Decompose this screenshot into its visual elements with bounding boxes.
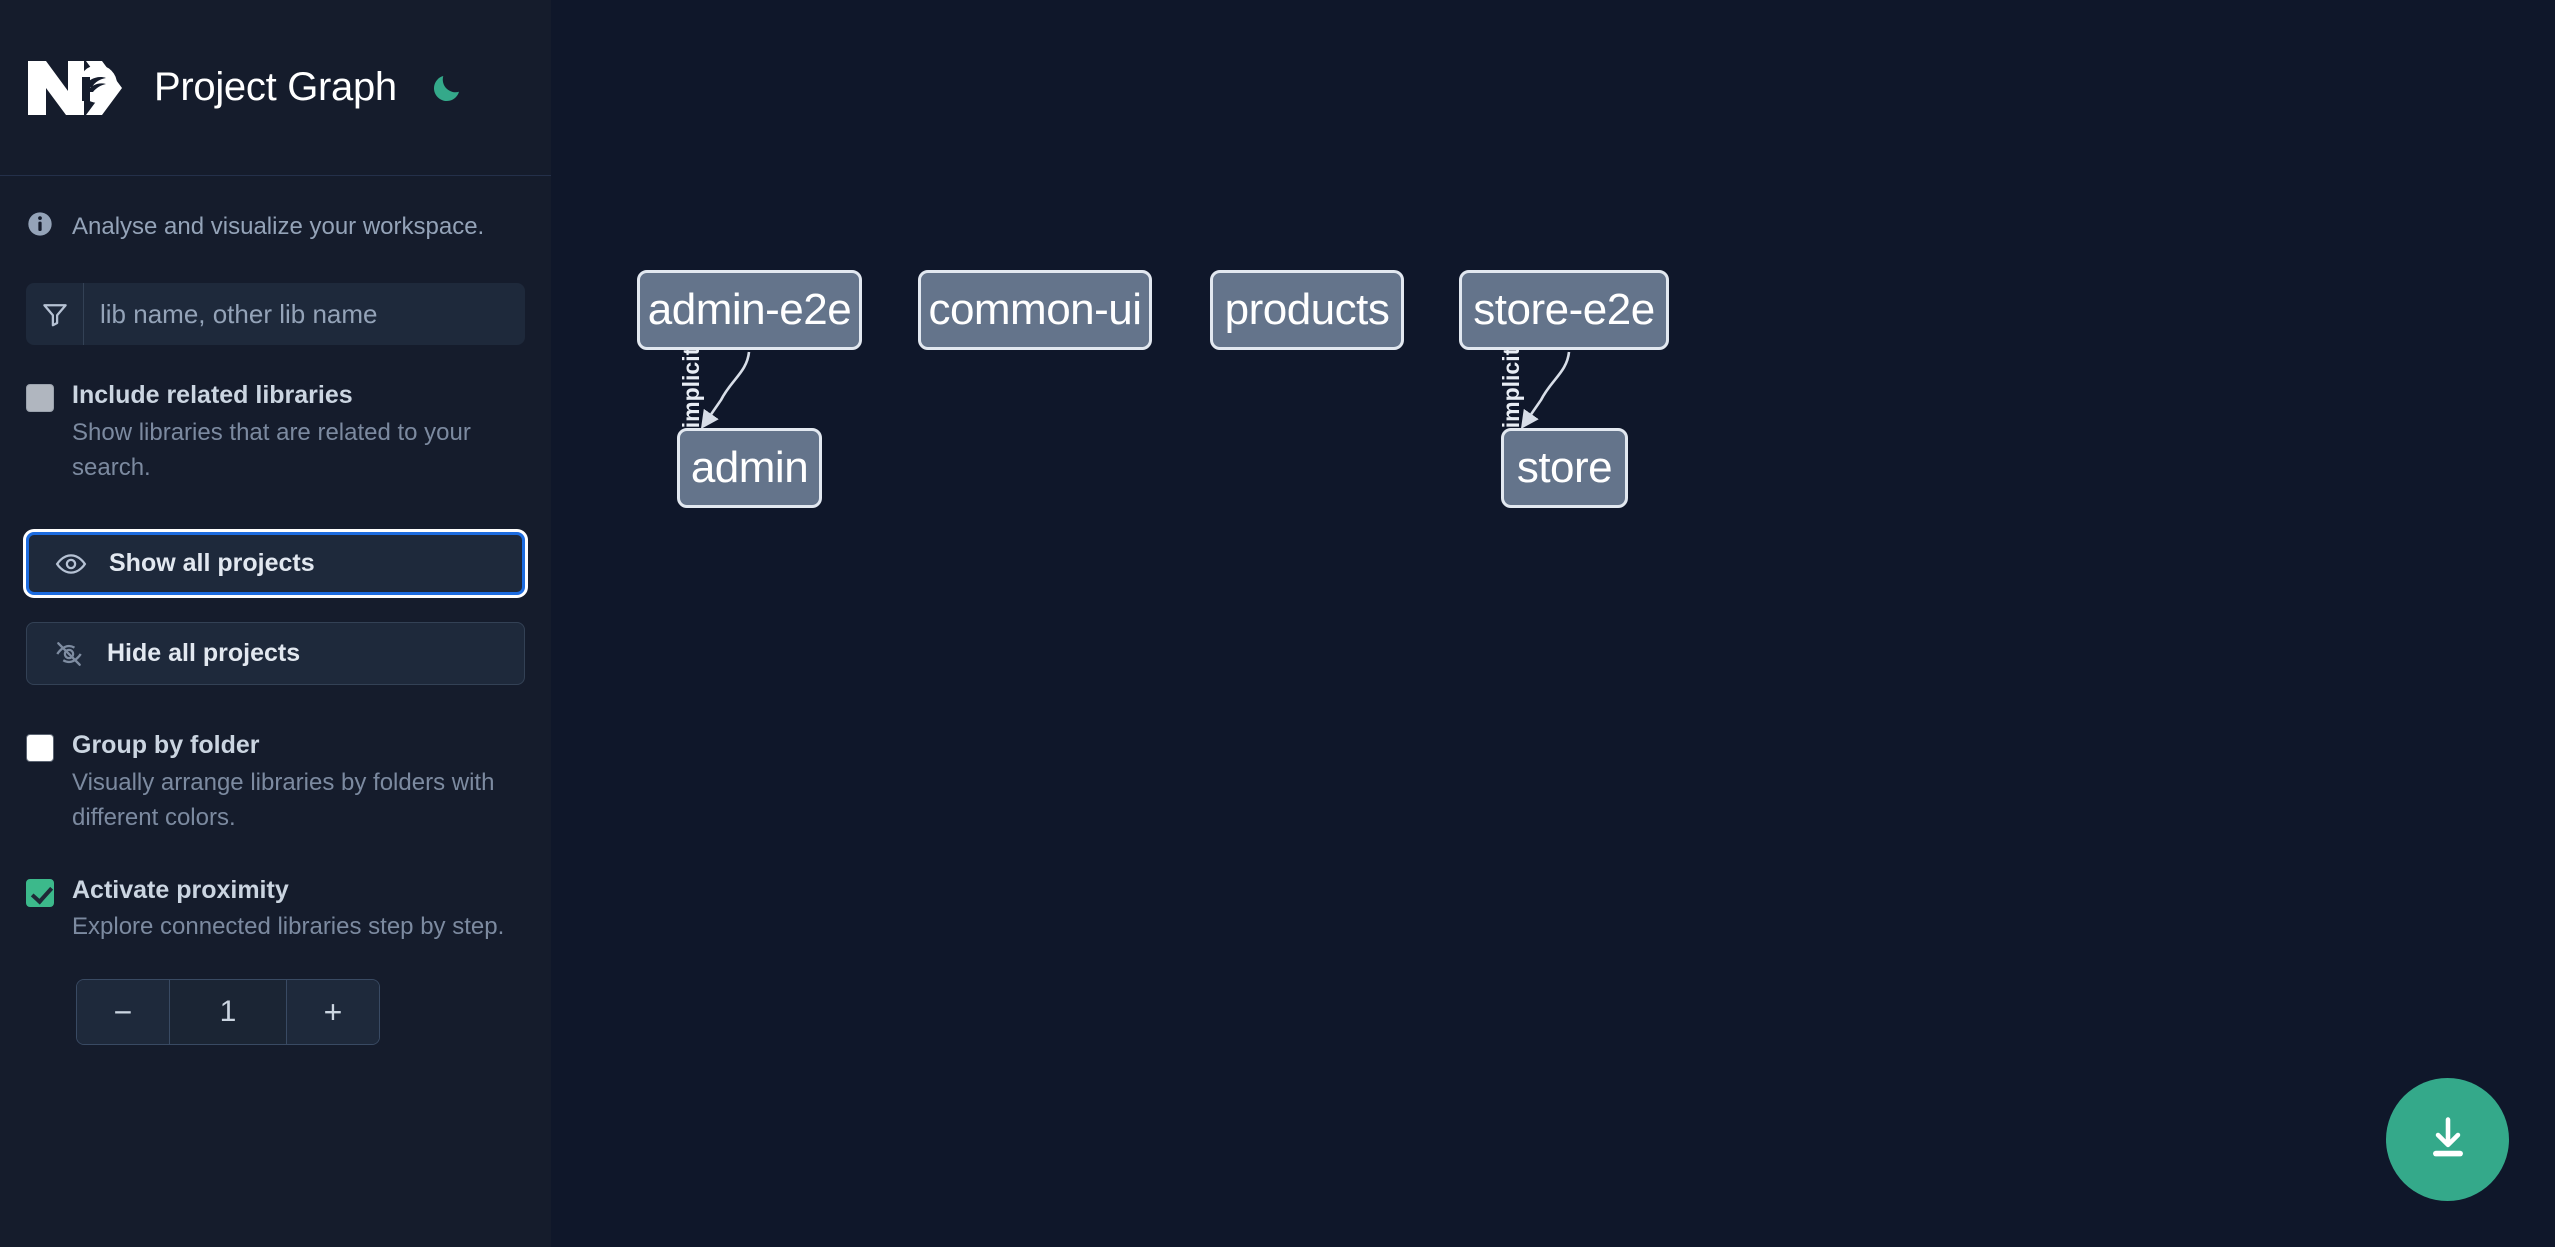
proximity-increment-button[interactable]: +: [286, 980, 379, 1045]
include-related-libraries-label: Include related libraries: [72, 381, 353, 409]
hide-all-projects-button[interactable]: Hide all projects: [26, 622, 525, 686]
graph-node-common-ui[interactable]: common-ui: [918, 270, 1152, 350]
graph-node-label: products: [1224, 285, 1390, 334]
graph-node-label: common-ui: [928, 285, 1142, 334]
nx-logo: [26, 57, 122, 119]
eye-icon: [55, 548, 87, 580]
sidebar: Project Graph Analyse and visualize your…: [0, 0, 551, 1247]
moon-icon[interactable]: [423, 64, 471, 112]
include-related-libraries-description: Show libraries that are related to your …: [72, 418, 471, 481]
sidebar-header: Project Graph: [0, 0, 551, 176]
edge-admin-e2e-to-admin: implicit: [678, 347, 751, 429]
workspace-info-text: Analyse and visualize your workspace.: [72, 212, 485, 240]
activate-proximity-description: Explore connected libraries step by step…: [72, 913, 505, 941]
show-all-projects-label: Show all projects: [109, 549, 315, 578]
group-by-folder-description: Visually arrange libraries by folders wi…: [72, 769, 495, 831]
hide-all-projects-label: Hide all projects: [107, 639, 301, 668]
option-activate-proximity[interactable]: Activate proximity Explore connected lib…: [26, 874, 525, 946]
graph-node-store[interactable]: store: [1501, 428, 1628, 508]
graph-node-label: admin: [690, 443, 809, 492]
page-title: Project Graph: [154, 65, 397, 109]
graph-node-admin-e2e[interactable]: admin-e2e: [637, 270, 862, 350]
svg-text:implicit: implicit: [678, 347, 704, 428]
graph-node-label: store-e2e: [1473, 285, 1655, 334]
graph-edges-layer: implicit implicit: [678, 347, 1571, 429]
graph-node-admin[interactable]: admin: [677, 428, 822, 508]
filter-icon: [26, 283, 84, 345]
proximity-stepper: − 1 +: [76, 979, 380, 1046]
proximity-decrement-button[interactable]: −: [77, 980, 170, 1045]
activate-proximity-checkbox[interactable]: [26, 878, 54, 907]
graph-node-products[interactable]: products: [1210, 270, 1404, 350]
option-include-related-libraries[interactable]: Include related libraries Show libraries…: [26, 379, 525, 485]
info-icon: [26, 210, 54, 243]
option-group-by-folder[interactable]: Group by folder Visually arrange librari…: [26, 729, 525, 835]
download-icon: [2422, 1112, 2474, 1167]
group-by-folder-checkbox[interactable]: [26, 734, 54, 763]
show-all-projects-button[interactable]: Show all projects: [26, 532, 525, 596]
graph-node-label: store: [1516, 443, 1613, 492]
svg-text:implicit: implicit: [1498, 347, 1524, 428]
graph-node-label: admin-e2e: [647, 285, 852, 334]
search-bar: [26, 283, 525, 345]
graph-canvas[interactable]: implicit implicit admin-e2e common-ui pr…: [551, 0, 2555, 1247]
download-graph-button[interactable]: [2386, 1078, 2509, 1201]
search-input[interactable]: [84, 283, 525, 345]
proximity-value: 1: [170, 980, 286, 1045]
include-related-libraries-checkbox[interactable]: [26, 384, 54, 412]
workspace-info: Analyse and visualize your workspace.: [26, 210, 525, 243]
sidebar-body: Analyse and visualize your workspace. In…: [0, 210, 551, 1046]
group-by-folder-label: Group by folder: [72, 731, 260, 760]
eye-off-icon: [53, 638, 85, 670]
activate-proximity-label: Activate proximity: [72, 875, 289, 904]
graph-node-store-e2e[interactable]: store-e2e: [1459, 270, 1669, 350]
edge-store-e2e-to-store: implicit: [1498, 347, 1571, 429]
